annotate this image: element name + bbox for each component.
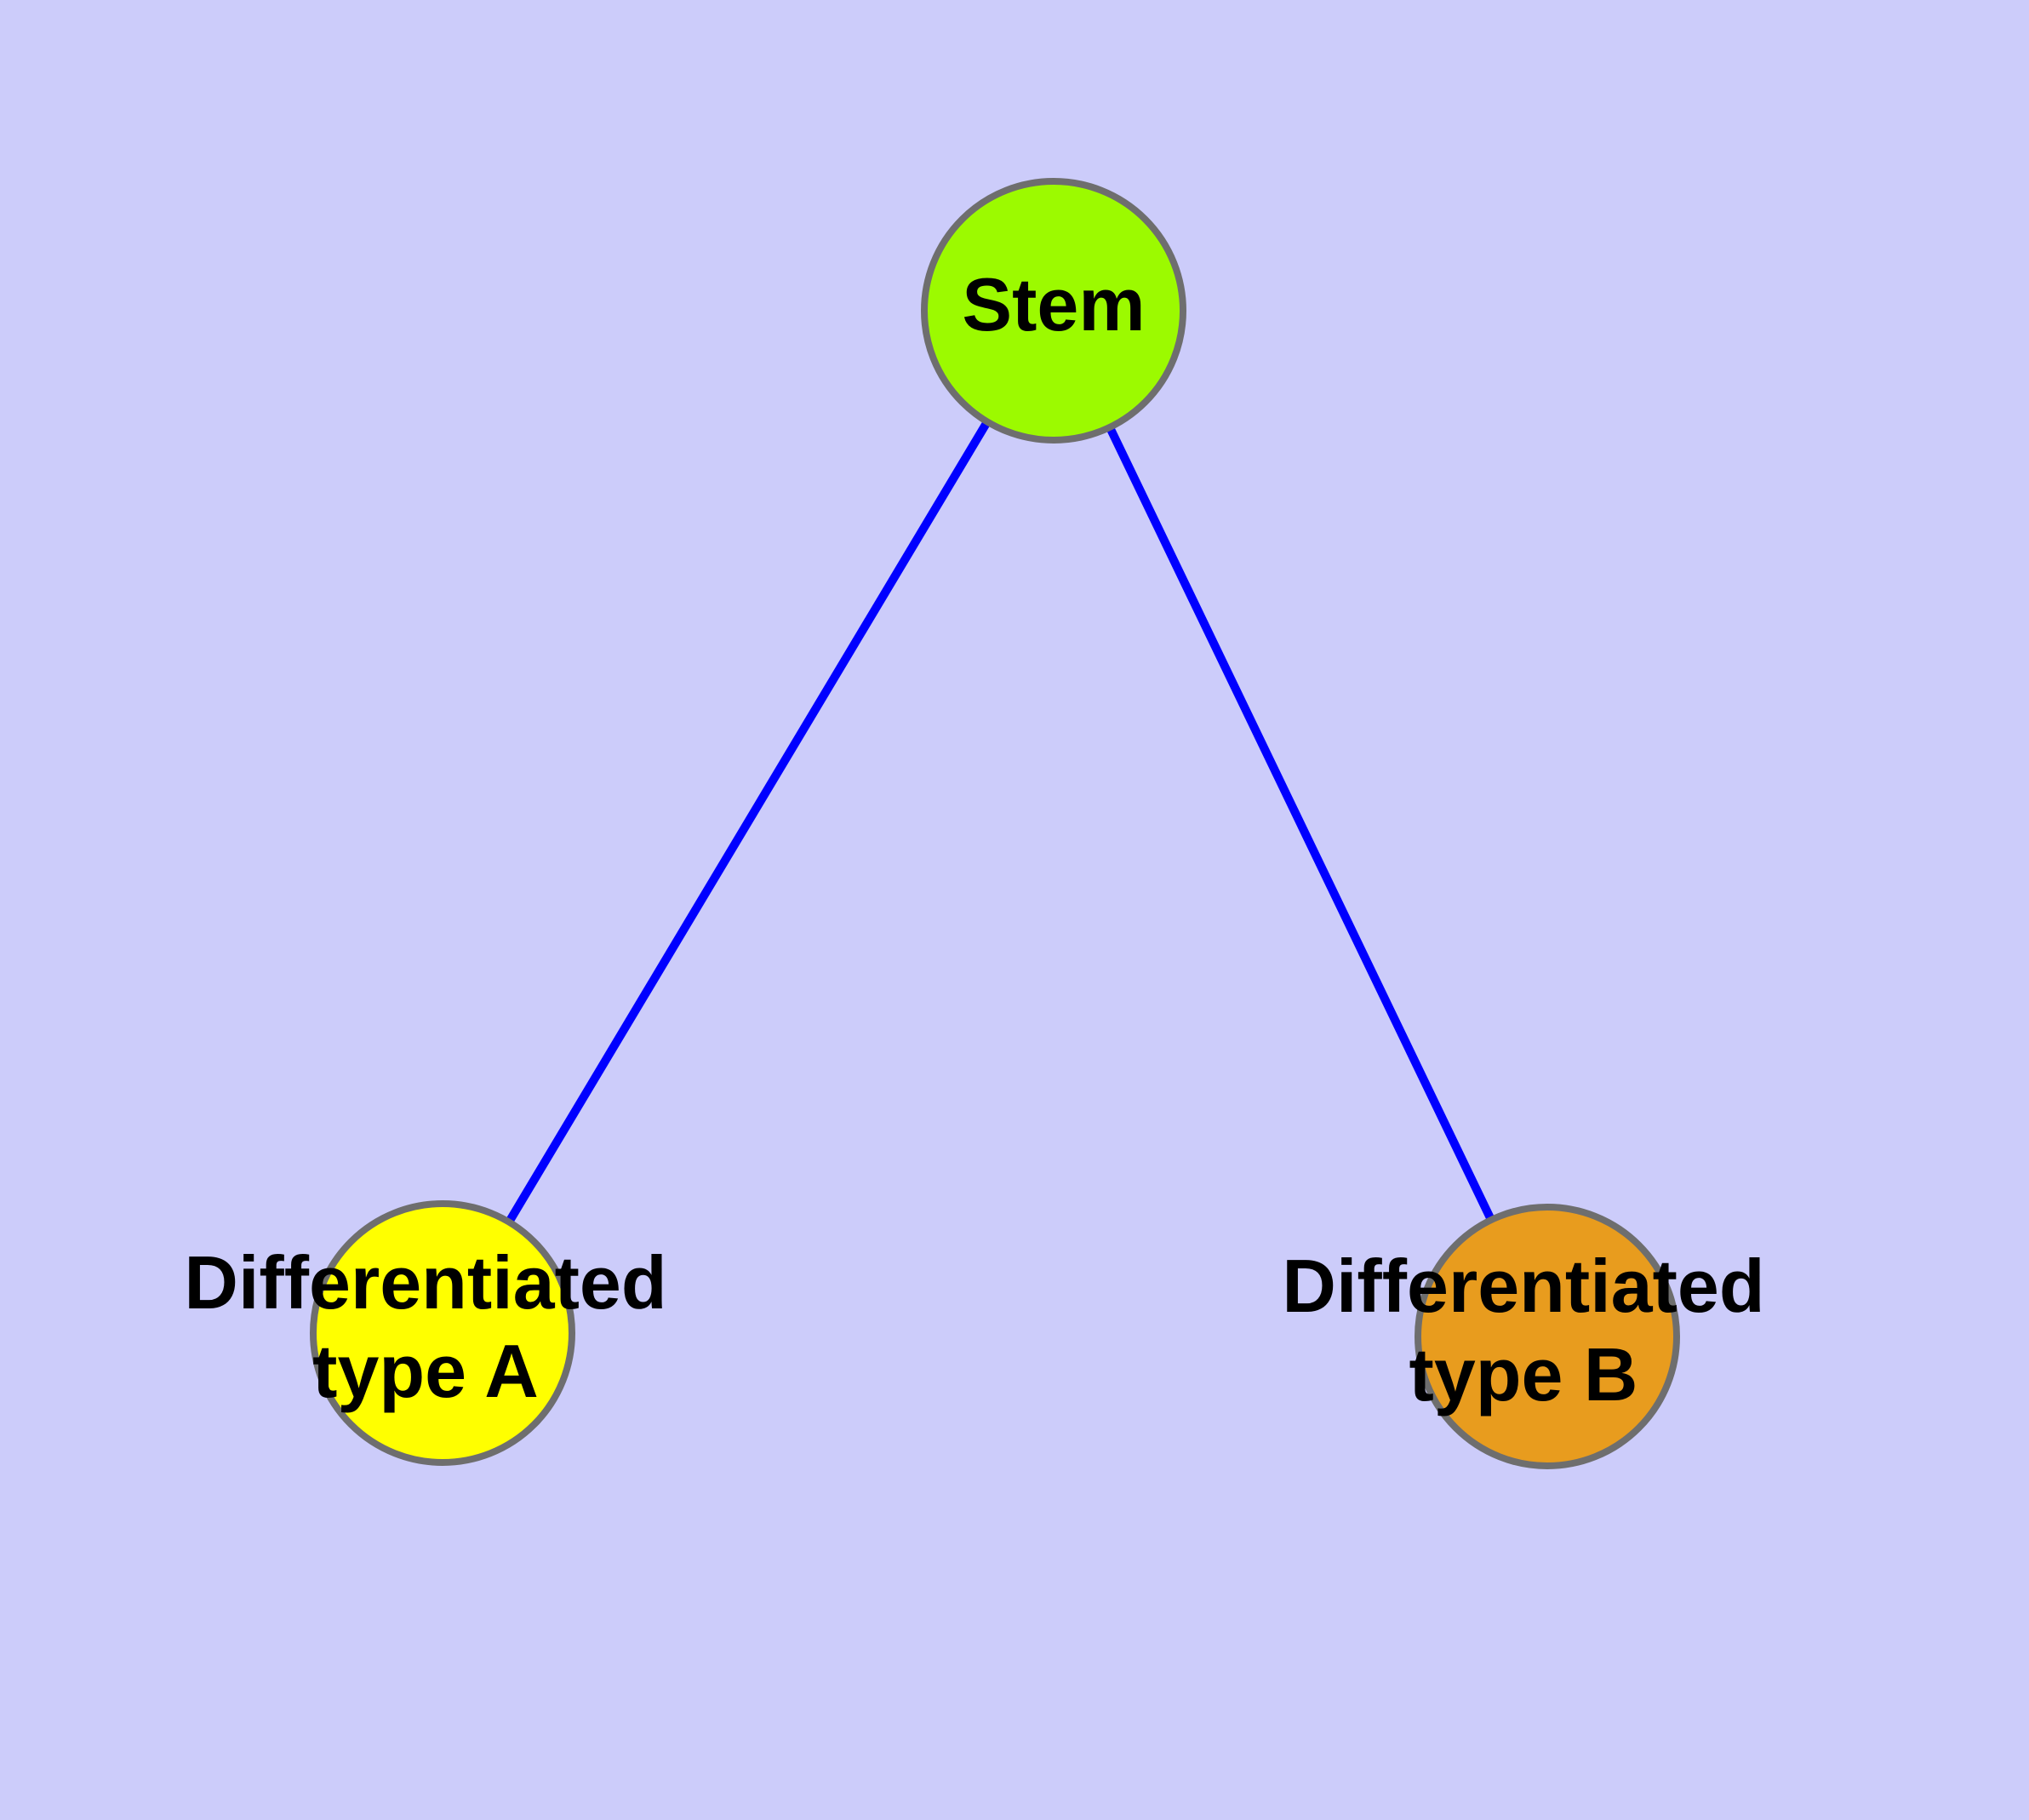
node-label-line: Stem: [962, 262, 1145, 346]
node-label-line: Differentiated: [1282, 1244, 1764, 1328]
graph-node-diff-a[interactable]: [310, 1200, 575, 1466]
graph-edge-stem-to-diff-b[interactable]: [1049, 308, 1496, 1224]
node-layer: [310, 178, 1680, 1469]
graph-edge-stem-to-diff-a[interactable]: [504, 308, 1058, 1226]
node-label-stem: Stem: [962, 262, 1145, 346]
graph-node-diff-b[interactable]: [1415, 1204, 1680, 1469]
node-label-line: type A: [312, 1329, 539, 1413]
node-label-line: Differentiated: [184, 1240, 666, 1325]
node-label-line: type B: [1409, 1332, 1638, 1417]
graph-node-stem[interactable]: [921, 178, 1186, 444]
edge-layer: [504, 308, 1496, 1226]
